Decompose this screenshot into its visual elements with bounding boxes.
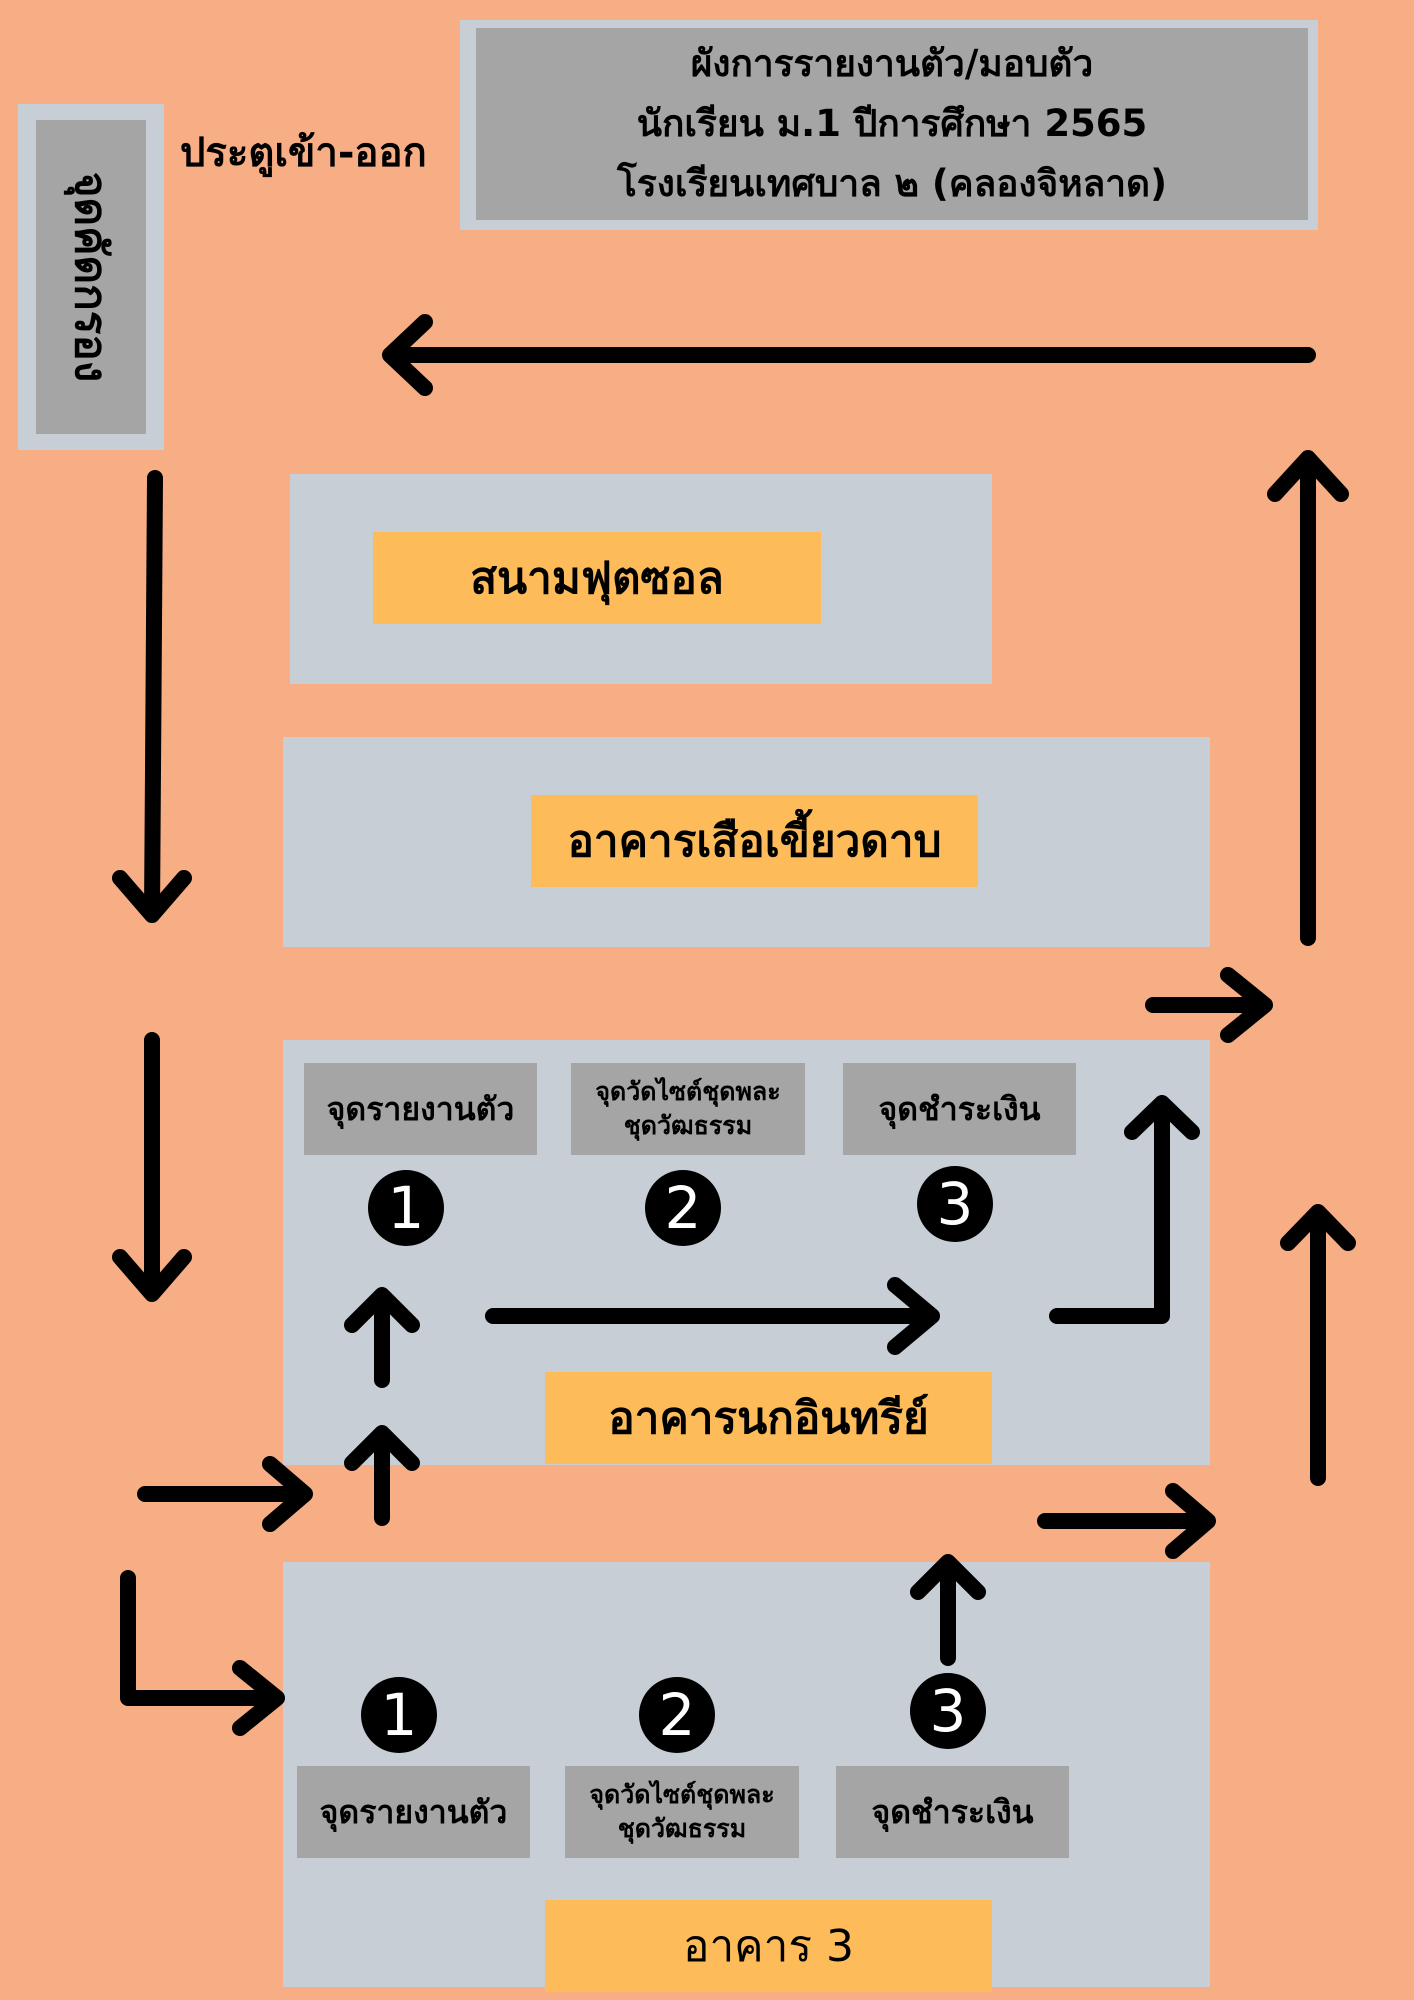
b3-uniform-station: จุดวัดไซต์ชุดพละ ชุดวัฒธรรม (565, 1766, 799, 1858)
arrow-bird-elbow-up (1049, 1095, 1200, 1324)
futsal-field-label: สนามฟุตซอล (373, 532, 821, 624)
arrow-b3-up (910, 1554, 986, 1666)
bird-uniform-line-2: ชุดวัฒธรรม (623, 1111, 753, 1140)
bird-payment-station: จุดชำระเงิน (843, 1063, 1076, 1155)
arrow-right-up-bottom (1280, 1204, 1356, 1486)
bird-uniform-line-1: จุดวัดไซต์ชุดพละ (595, 1077, 781, 1106)
b3-report-station: จุดรายงานตัว (297, 1766, 530, 1858)
screening-point-box (36, 120, 146, 434)
arrow-gap-up (344, 1425, 420, 1526)
title-line-2: นักเรียน ม.1 ปีการศึกษา 2565 (636, 102, 1148, 145)
bird-uniform-station: จุดวัดไซต์ชุดพละ ชุดวัฒธรรม (571, 1063, 805, 1155)
arrow-bird-up-1 (344, 1287, 420, 1388)
arrow-right-small (1145, 967, 1273, 1043)
arrow-right-up-top (1267, 450, 1349, 946)
title-line-1: ผังการรายงานตัว/มอบตัว (690, 42, 1094, 85)
bird-step-2-badge: 2 (645, 1170, 721, 1246)
arrow-gap-right-right (1037, 1483, 1216, 1559)
bird-building-label: อาคารนกอินทรีย์ (545, 1372, 992, 1464)
arrow-left-elbow (120, 1570, 285, 1736)
title-box: ผังการรายงานตัว/มอบตัว นักเรียน ม.1 ปีกา… (476, 28, 1308, 220)
bird-report-station: จุดรายงานตัว (304, 1063, 537, 1155)
gate-label: ประตูเข้า-ออก (180, 130, 427, 176)
bird-step-1-badge: 1 (368, 1170, 444, 1246)
b3-payment-station: จุดชำระเงิน (836, 1766, 1069, 1858)
title-line-3: โรงเรียนเทศบาล ๒ (คลองจิหลาด) (617, 162, 1167, 205)
arrow-bird-right (485, 1277, 940, 1355)
bird-step-3-badge: 3 (917, 1166, 993, 1242)
arrow-left-down-2 (112, 1032, 192, 1302)
tiger-building-label: อาคารเสือเขี้ยวดาบ (531, 795, 978, 887)
b3-step-3-badge: 3 (910, 1673, 986, 1749)
b3-uniform-line-1: จุดวัดไซต์ชุดพละ (589, 1780, 775, 1809)
arrow-left-down-1 (112, 470, 192, 923)
b3-uniform-line-2: ชุดวัฒธรรม (617, 1814, 747, 1843)
arrow-top-left (382, 314, 1316, 396)
b3-step-1-badge: 1 (361, 1677, 437, 1753)
arrow-gap-right-left (137, 1456, 313, 1532)
b3-step-2-badge: 2 (639, 1677, 715, 1753)
building3-label: อาคาร 3 (545, 1900, 992, 1992)
